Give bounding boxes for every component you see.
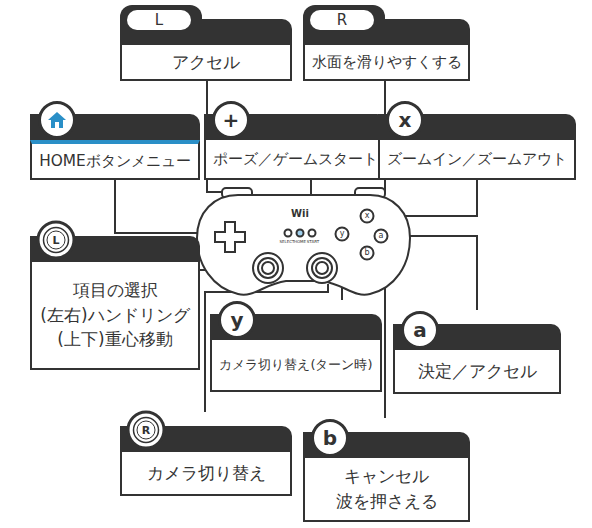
button-letter: L [155, 13, 163, 28]
house-shape [48, 112, 66, 128]
house-door [55, 122, 59, 128]
button-icon: y [218, 301, 256, 339]
callout-text: (左右)ハンドリング [40, 303, 189, 328]
callout-text: 項目の選択 [73, 278, 158, 303]
stick-icon: R [126, 410, 166, 450]
callout-header: y [210, 300, 382, 340]
callout-header: R [303, 5, 470, 45]
callout-box: y カメラ切り替え(ターン時) [210, 300, 382, 392]
callout-box: b キャンセル波を押さえる [303, 418, 470, 522]
stick-cap [47, 231, 65, 249]
right-stick-cap [312, 258, 332, 278]
button-icon: + [212, 101, 250, 139]
x-button [361, 210, 374, 223]
button-letter: x [399, 110, 412, 130]
button-letter: b [323, 428, 337, 448]
controller-label: a [379, 232, 384, 240]
callout-header: L [120, 5, 292, 45]
callout-header: + [204, 100, 387, 140]
button-pill: L [127, 10, 191, 30]
callout-text: (上下)重心移動 [57, 327, 172, 352]
stick-letter: L [52, 235, 59, 246]
button-icon: a [401, 311, 439, 349]
home-icon [38, 101, 76, 139]
callout-body: 水面を滑りやすくする [303, 45, 470, 81]
stick-label-holder: R [126, 410, 166, 450]
controller-label: x [365, 212, 370, 220]
button-letter: a [413, 320, 427, 340]
start-button [309, 230, 316, 237]
callout-text: ズームイン／ズームアウト [387, 148, 567, 170]
stick-letter: R [142, 425, 150, 436]
controller-label: b [364, 249, 369, 257]
callout-text: カメラ切り替え [147, 461, 266, 486]
select-button [285, 230, 292, 237]
y-button [336, 228, 349, 241]
controller-body [197, 195, 410, 295]
callout-body: ポーズ／ゲームスタート [204, 140, 387, 180]
callout-header: x [378, 100, 576, 140]
callout-body: カメラ切り替え [120, 452, 292, 496]
right-stick [307, 253, 337, 283]
callout-header [30, 100, 200, 140]
left-stick-cap [258, 258, 278, 278]
callout-box: a 決定／アクセル [393, 310, 561, 394]
controller-label: HOME [294, 240, 306, 244]
controller-label: START [307, 240, 319, 244]
callout-body: HOMEボタンメニュー [30, 140, 200, 180]
stick-cap [44, 228, 69, 253]
callout-box: HOMEボタンメニュー [30, 100, 200, 180]
callout-body: アクセル [120, 45, 292, 81]
house-symbol [47, 110, 67, 130]
stick-label-holder: L [36, 220, 76, 260]
button-letter: R [337, 13, 347, 28]
d-pad [215, 222, 245, 252]
left-stick [253, 253, 283, 283]
callout-text: アクセル [172, 50, 240, 75]
callout-text: HOMEボタンメニュー [39, 150, 191, 172]
left-stick-cap [262, 262, 274, 274]
callout-body: 項目の選択(左右)ハンドリング(上下)重心移動 [30, 262, 200, 370]
button-icon: x [386, 101, 424, 139]
button-pill: R [310, 10, 374, 30]
callout-box: x ズームイン／ズームアウト [378, 100, 576, 180]
callout-header: a [393, 310, 561, 350]
callout-body: ズームイン／ズームアウト [378, 140, 576, 180]
callout-text: ポーズ／ゲームスタート [213, 148, 378, 170]
callout-text: 波を押さえる [336, 489, 438, 514]
callout-text: 決定／アクセル [418, 359, 537, 384]
header-tab: L [120, 5, 202, 45]
callout-body: キャンセル波を押さえる [303, 458, 470, 522]
controller-label: Wii [291, 209, 309, 219]
callout-body: カメラ切り替え(ターン時) [210, 340, 382, 392]
controller-label: SELECT [279, 240, 294, 244]
stick-ring [128, 412, 164, 448]
callout-box: R 水面を滑りやすくする [303, 5, 470, 81]
button-letter: + [223, 110, 240, 130]
callout-header: R [120, 412, 292, 452]
callout-header: L [30, 222, 200, 262]
callout-box: R カメラ切り替え [120, 412, 292, 496]
home-button [297, 230, 304, 237]
callout-body: 決定／アクセル [393, 350, 561, 394]
button-icon: b [311, 419, 349, 457]
stick-cap [134, 418, 159, 443]
a-button [375, 230, 388, 243]
stick-ring [38, 222, 74, 258]
callout-text: 水面を滑りやすくする [312, 51, 462, 73]
controller-label: y [340, 230, 345, 238]
header-tab: R [303, 5, 385, 45]
button-letter: y [230, 310, 243, 330]
callout-box: L アクセル [120, 5, 292, 81]
callout-text: キャンセル [344, 464, 429, 489]
callout-box: + ポーズ／ゲームスタート [204, 100, 387, 180]
stick-icon: L [36, 220, 76, 260]
callout-header: b [303, 418, 470, 458]
right-stick-cap [316, 262, 328, 274]
stick-cap [137, 421, 155, 439]
callout-box: L 項目の選択(左右)ハンドリング(上下)重心移動 [30, 222, 200, 370]
callout-text: カメラ切り替え(ターン時) [219, 356, 372, 375]
b-button [361, 247, 374, 260]
